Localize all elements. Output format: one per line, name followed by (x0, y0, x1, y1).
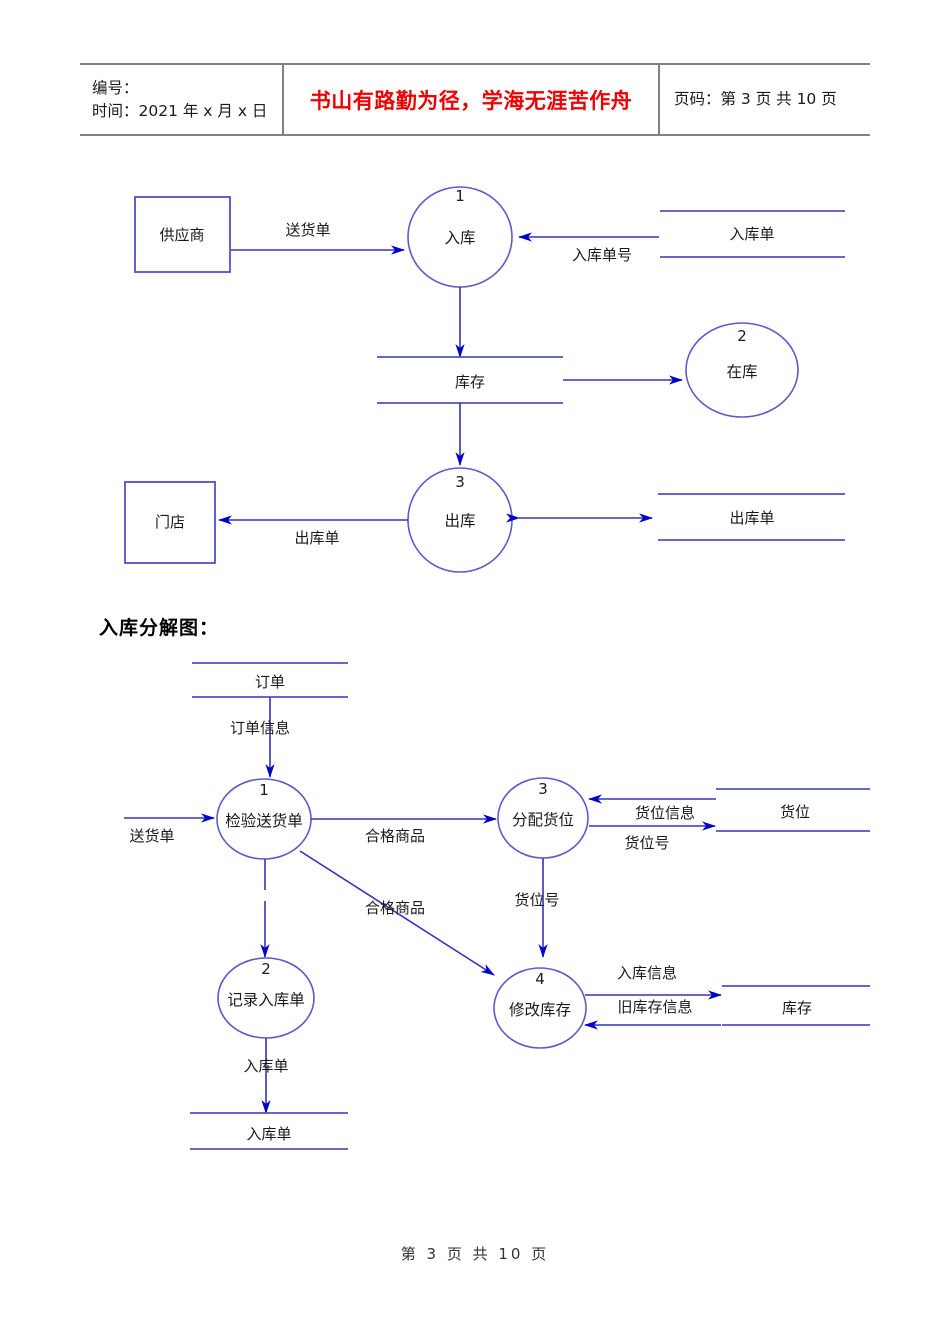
process-chuku-number: 3 (455, 473, 465, 491)
datastore-huowei-label: 货位 (780, 803, 810, 821)
header-page-info: 页码：第 3 页 共 10 页 (674, 90, 837, 109)
datastore-kucun-bottom-label: 库存 (782, 999, 812, 1017)
process-ruku-label: 入库 (444, 229, 475, 247)
datastore-dingdan: 订单 (192, 662, 348, 698)
flow-rukuxinxi-label: 入库信息 (617, 964, 677, 982)
process-fenpei-huowei-number: 3 (538, 780, 548, 798)
header-time-label: 时间：2021 年 x 月 x 日 (92, 101, 268, 120)
process-jilu-rukudan: 2 记录入库单 (217, 957, 315, 1039)
header-cell-meta: 编号： 时间：2021 年 x 月 x 日 (80, 65, 284, 134)
datastore-chukudan: 出库单 (658, 493, 845, 541)
process-jilu-rukudan-number: 2 (261, 960, 271, 978)
flow-rukudan-out-label: 入库单 (243, 1057, 288, 1075)
page-header-table: 编号： 时间：2021 年 x 月 x 日 书山有路勤为径，学海无涯苦作舟 页码… (80, 63, 870, 136)
header-code-label: 编号： (92, 79, 139, 98)
flow-rukudan-out: 入库单 (243, 1038, 289, 1114)
datastore-huowei: 货位 (716, 788, 870, 832)
flow-songhuodan-label: 送货单 (285, 221, 330, 239)
process-jianyan-songhuodan-label: 检验送货单 (225, 812, 303, 830)
section-caption-ruku-decomposition: 入库分解图： (99, 617, 220, 639)
flow-huoweihao-to-xiugai: 货位号 (514, 858, 560, 958)
external-entity-supplier: 供应商 (134, 196, 231, 273)
process-fenpei-huowei-label: 分配货位 (512, 811, 574, 829)
flow-huoweihao-to-store: 货位号 (589, 821, 716, 852)
datastore-kucun: 库存 (377, 356, 563, 404)
process-chuku-label: 出库 (444, 512, 475, 530)
flow-chukudan-label: 出库单 (294, 529, 339, 547)
process-zaiku-number: 2 (737, 327, 747, 345)
flow-dingdanxinxi-label: 订单信息 (230, 719, 290, 737)
flow-songhuodan-in: 送货单 (124, 813, 215, 845)
process-ruku-number: 1 (455, 187, 465, 205)
flow-huoweixinxi-label: 货位信息 (635, 804, 695, 822)
flow-jiukucunxinxi-label: 旧库存信息 (617, 998, 692, 1016)
header-cell-slogan: 书山有路勤为径，学海无涯苦作舟 (284, 65, 660, 134)
process-zaiku: 2 在库 (685, 322, 799, 418)
datastore-kucun-label: 库存 (455, 373, 485, 391)
process-jilu-rukudan-label: 记录入库单 (227, 991, 305, 1009)
flow-rukudanhao-label: 入库单号 (572, 246, 632, 264)
flow-hegeshangpin-to-xiugai-label: 合格商品 (365, 899, 425, 917)
process-zaiku-label: 在库 (726, 363, 757, 381)
datastore-chukudan-label: 出库单 (729, 509, 774, 527)
flow-hegeshangpin-to-fenpei: 合格商品 (311, 814, 497, 845)
process-ruku: 1 入库 (407, 186, 513, 288)
flow-huoweixinxi: 货位信息 (588, 794, 716, 822)
external-entity-supplier-label: 供应商 (159, 226, 204, 244)
process-jianyan-songhuodan: 1 检验送货单 (216, 778, 312, 860)
process-chuku: 3 出库 (407, 467, 513, 573)
dfd-ruku-decomposition: 订单 订单信息 1 检验送货单 送货单 合格商品 合格商品 3 分配货位 (124, 662, 870, 1150)
process-fenpei-huowei: 3 分配货位 (497, 777, 589, 859)
flow-huoweihao-to-store-label: 货位号 (624, 834, 669, 852)
flow-huoweihao-to-xiugai-label: 货位号 (514, 891, 559, 909)
flow-jiukucunxinxi: 旧库存信息 (584, 998, 721, 1030)
datastore-dingdan-label: 订单 (255, 673, 285, 691)
datastore-rukudan-label: 入库单 (729, 225, 774, 243)
page-footer: 第 3 页 共 10 页 (400, 1245, 550, 1263)
flow-songhuodan-in-label: 送货单 (129, 827, 174, 845)
flow-dingdanxinxi: 订单信息 (230, 697, 290, 778)
process-jianyan-songhuodan-number: 1 (259, 781, 269, 799)
dfd-context-diagram: 供应商 1 入库 送货单 入库单 入库单号 库存 2 在库 (124, 186, 845, 573)
flow-rukudanhao: 入库单号 (518, 232, 659, 264)
flow-hegeshangpin-to-xiugai: 合格商品 (299, 850, 495, 976)
process-xiugai-kucun-label: 修改库存 (509, 1001, 571, 1019)
datastore-rukudan: 入库单 (660, 210, 845, 258)
datastore-kucun-bottom: 库存 (722, 985, 870, 1026)
datastore-rukudan-bottom-label: 入库单 (246, 1125, 291, 1143)
external-entity-mendian: 门店 (124, 481, 216, 564)
header-slogan: 书山有路勤为径，学海无涯苦作舟 (309, 88, 633, 113)
external-entity-mendian-label: 门店 (155, 513, 185, 531)
flow-rukuxinxi: 入库信息 (585, 964, 722, 1000)
datastore-rukudan-bottom: 入库单 (190, 1112, 348, 1150)
flow-chukudan-to-mendian: 出库单 (218, 515, 408, 547)
header-cell-pageinfo: 页码：第 3 页 共 10 页 (660, 65, 870, 134)
flow-hegeshangpin-to-fenpei-label: 合格商品 (365, 827, 425, 845)
flow-songhuodan: 送货单 (231, 221, 405, 255)
process-xiugai-kucun: 4 修改库存 (493, 967, 587, 1049)
process-xiugai-kucun-number: 4 (535, 970, 545, 988)
